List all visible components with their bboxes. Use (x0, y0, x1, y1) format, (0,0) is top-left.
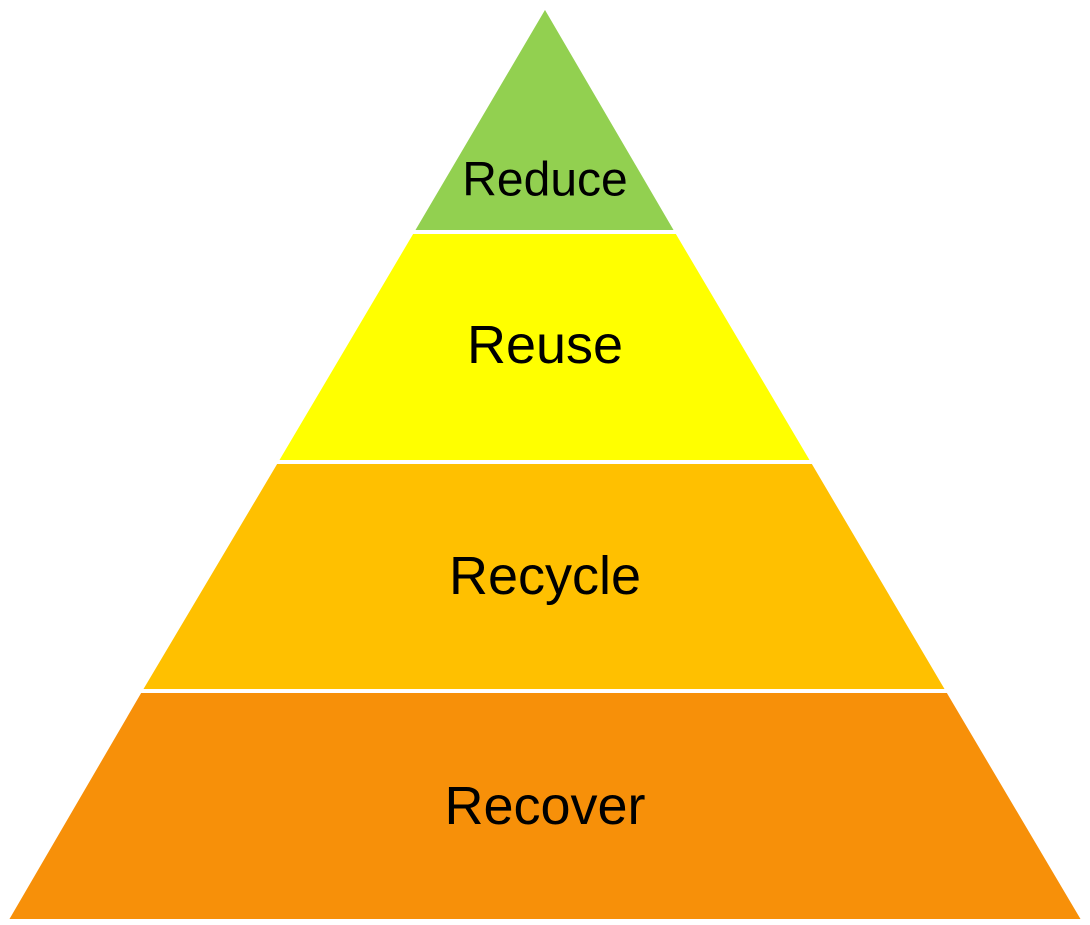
pyramid-tier-recover: Recover (2, 689, 1088, 923)
pyramid-tier-recycle: Recycle (136, 460, 952, 693)
tier-reduce-label: Reduce (462, 154, 627, 207)
pyramid-tier-reduce: Reduce (408, 2, 681, 234)
tier-recover-shape (2, 689, 1088, 923)
tier-recover-label: Recover (444, 776, 645, 836)
tier-recycle-label: Recycle (449, 546, 641, 606)
tier-reuse-label: Reuse (467, 315, 623, 375)
pyramid-tier-reuse: Reuse (272, 230, 817, 464)
